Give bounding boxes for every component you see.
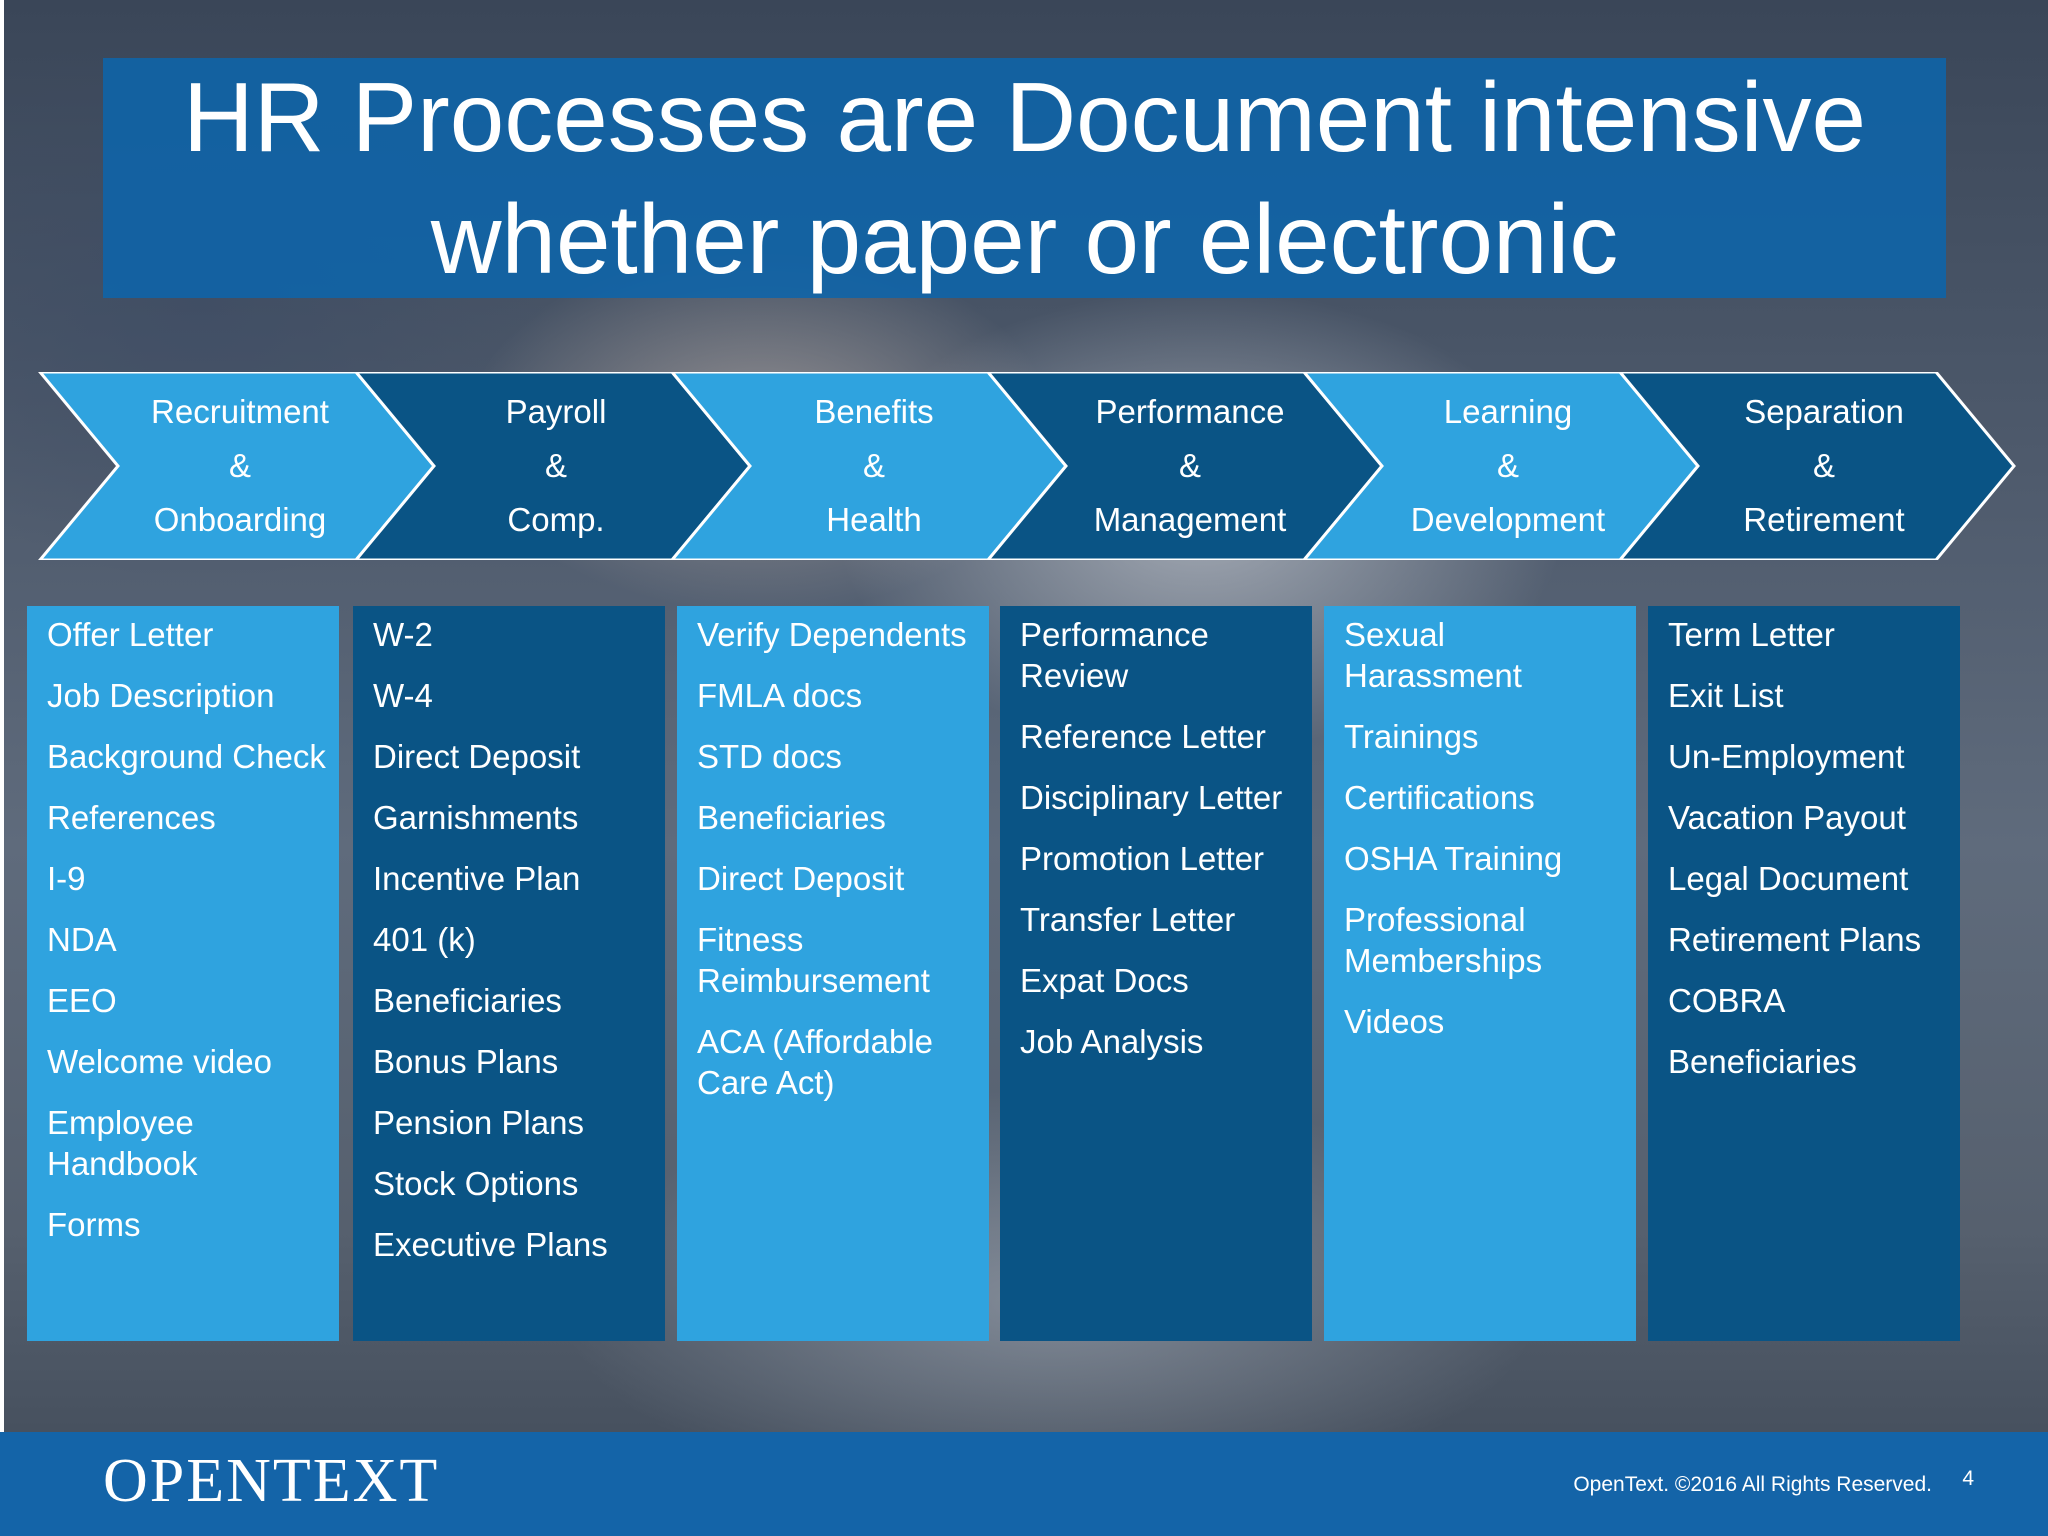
list-item: Job Description	[47, 677, 275, 714]
list-item: Vacation Payout	[1668, 799, 1906, 836]
list-item: Beneficiaries	[1668, 1043, 1857, 1080]
list-item: Transfer Letter	[1020, 901, 1236, 938]
left-border	[0, 0, 4, 1432]
slide-title-line-2: whether paper or electronic	[430, 184, 1619, 294]
chevron-recruitment	[38, 372, 436, 560]
list-item: Direct Deposit	[697, 860, 905, 897]
doc-column-benefits: Verify Dependents FMLA docs STD docs Ben…	[677, 606, 989, 1341]
doc-column-payroll: W-2 W-4 Direct Deposit Garnishments Ince…	[353, 606, 665, 1341]
list-item: Pension Plans	[373, 1104, 584, 1141]
stage-label-learning: Learning & Development	[1358, 372, 1658, 560]
stage-line: Payroll	[505, 393, 607, 430]
list-item: Disciplinary Letter	[1020, 779, 1283, 816]
list-item: W-2	[373, 616, 433, 653]
stage-line: Onboarding	[153, 501, 327, 538]
list-item: Garnishments	[373, 799, 579, 836]
list-item: Offer Letter	[47, 616, 214, 653]
list-item: EEO	[47, 982, 117, 1019]
list-item: Forms	[47, 1206, 141, 1243]
list-item: Executive Plans	[373, 1226, 608, 1263]
list-item: Fitness Reimbursement	[697, 921, 930, 999]
stage-line: Health	[826, 501, 922, 538]
list-item: Job Analysis	[1020, 1023, 1204, 1060]
opentext-logo: OPENTEXT	[103, 1447, 440, 1515]
list-item: Incentive Plan	[373, 860, 581, 897]
list-item: W-4	[373, 677, 433, 714]
list-item: Welcome video	[47, 1043, 272, 1080]
list-item: NDA	[47, 921, 117, 958]
list-item: Trainings	[1344, 718, 1479, 755]
list-item: Beneficiaries	[373, 982, 562, 1019]
list-item: Un-Employment	[1668, 738, 1905, 775]
stage-label-separation: Separation & Retirement	[1674, 372, 1974, 560]
page-number: 4	[1962, 1467, 1974, 1490]
process-chevrons: Recruitment & Onboarding Payroll & Comp.…	[0, 372, 2048, 560]
doc-column-learning: Sexual Harassment Trainings Certificatio…	[1324, 606, 1636, 1341]
list-item: Employee Handbook	[47, 1104, 198, 1182]
stage-line: Development	[1410, 501, 1606, 538]
list-item: Certifications	[1344, 779, 1535, 816]
list-item: Exit List	[1668, 677, 1784, 714]
stage-ampersand: &	[862, 447, 885, 484]
list-item: Beneficiaries	[697, 799, 886, 836]
stage-line: Retirement	[1743, 501, 1905, 538]
chevron-payroll	[354, 372, 752, 560]
list-item: COBRA	[1668, 982, 1786, 1019]
stage-line: Recruitment	[151, 393, 329, 430]
footer-bar	[0, 1432, 2048, 1536]
list-item: STD docs	[697, 738, 842, 775]
list-item: Sexual Harassment	[1344, 616, 1522, 694]
list-item: Performance Review	[1020, 616, 1209, 694]
list-item: Stock Options	[373, 1165, 579, 1202]
list-item: Legal Document	[1668, 860, 1909, 897]
stage-label-benefits: Benefits & Health	[724, 372, 1024, 560]
list-item: Reference Letter	[1020, 718, 1266, 755]
stage-ampersand: &	[1496, 447, 1519, 484]
list-item: ACA (Affordable Care Act)	[697, 1023, 934, 1101]
copyright-text: OpenText. ©2016 All Rights Reserved.	[1573, 1473, 1932, 1496]
stage-line: Benefits	[814, 393, 934, 430]
list-item: Retirement Plans	[1668, 921, 1922, 958]
chevron-benefits	[670, 372, 1068, 560]
list-item: Verify Dependents	[697, 616, 967, 653]
doc-column-performance: Performance Review Reference Letter Disc…	[1000, 606, 1312, 1341]
chevron-shapes	[38, 372, 2016, 560]
doc-column-recruitment: Offer Letter Job Description Background …	[27, 606, 339, 1341]
stage-ampersand: &	[1812, 447, 1835, 484]
list-item: OSHA Training	[1344, 840, 1563, 877]
stage-ampersand: &	[228, 447, 251, 484]
stage-label-payroll: Payroll & Comp.	[406, 372, 706, 560]
list-item: Expat Docs	[1020, 962, 1189, 999]
stage-ampersand: &	[544, 447, 567, 484]
stage-line: Separation	[1744, 393, 1904, 430]
chevron-performance	[986, 372, 1384, 560]
list-item: References	[47, 799, 216, 836]
slide-title-line-1: HR Processes are Document intensive	[182, 62, 1867, 172]
stage-ampersand: &	[1178, 447, 1201, 484]
stage-line: Management	[1093, 501, 1287, 538]
stage-line: Performance	[1095, 393, 1285, 430]
list-item: 401 (k)	[373, 921, 476, 958]
stage-label-performance: Performance & Management	[1040, 372, 1340, 560]
title-banner: HR Processes are Document intensive whet…	[103, 58, 1946, 298]
list-item: Videos	[1344, 1003, 1445, 1040]
list-item: Bonus Plans	[373, 1043, 559, 1080]
list-item: Background Check	[47, 738, 326, 775]
stage-label-recruitment: Recruitment & Onboarding	[90, 372, 390, 560]
list-item: Term Letter	[1668, 616, 1835, 653]
list-item: I-9	[47, 860, 86, 897]
chevron-learning	[1302, 372, 1700, 560]
stage-line: Comp.	[507, 501, 605, 538]
stage-line: Learning	[1443, 393, 1573, 430]
list-item: Promotion Letter	[1020, 840, 1264, 877]
chevron-separation	[1618, 372, 2016, 560]
list-item: Direct Deposit	[373, 738, 581, 775]
list-item: Professional Memberships	[1344, 901, 1543, 979]
doc-column-separation: Term Letter Exit List Un-Employment Vaca…	[1648, 606, 1960, 1341]
list-item: FMLA docs	[697, 677, 863, 714]
